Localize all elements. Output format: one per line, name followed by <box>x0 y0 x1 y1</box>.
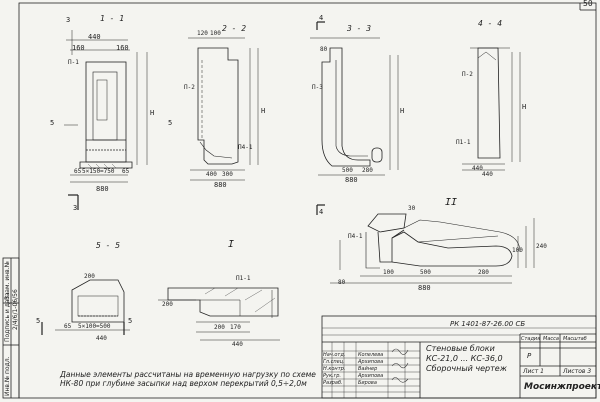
dim-label: 880 <box>96 185 109 193</box>
mass-header: Масса <box>543 336 559 342</box>
dim-label: 200 <box>84 273 95 280</box>
dim-label: H <box>522 103 527 111</box>
title-block <box>321 315 597 399</box>
dim-label: 200 <box>214 324 225 331</box>
dim-label: 4 <box>319 14 324 22</box>
sheet-label: Лист 1 <box>523 368 544 375</box>
section-title-5-5: 5 - 5 <box>96 241 121 250</box>
dim-label: 440 <box>472 165 483 172</box>
dim-label: H <box>261 107 266 115</box>
role-5: Разраб. <box>323 380 343 386</box>
section-title-4-4: 4 - 4 <box>478 19 503 28</box>
stamp-value: 2/4/6/1-06/56 <box>12 289 19 330</box>
dim-label: 880 <box>418 284 431 292</box>
node-2-isometric <box>330 213 535 284</box>
section-4-4 <box>462 47 521 171</box>
dim-label: 100 <box>210 30 221 37</box>
dim-label: П4-1 <box>348 233 363 240</box>
dim-label: 30 <box>408 205 416 212</box>
note-line-1: Данные элементы рассчитаны на временную … <box>60 370 316 379</box>
dim-label: 5×100=500 <box>78 323 111 330</box>
sheets-label: Листов 3 <box>563 368 592 375</box>
dim-label: 65 <box>64 323 72 330</box>
section-title-3-3: 3 - 3 <box>347 24 372 33</box>
dim-label: П1-1 <box>236 275 251 282</box>
stamp-replacement: Взам. инв.№ <box>4 261 11 300</box>
dim-label: 500 <box>342 167 353 174</box>
section-5-5 <box>41 279 130 335</box>
section-1-1 <box>64 30 148 210</box>
note-line-2: НК-80 при глубине засыпки над верхом пер… <box>60 379 307 388</box>
name-3: Вайнер <box>358 366 378 372</box>
organization: Мосинжпроект <box>524 382 600 392</box>
scale-header: Масштаб <box>563 336 587 342</box>
node-1 <box>158 287 280 341</box>
dim-label: 160 <box>72 44 85 52</box>
design-note: Данные элементы рассчитаны на временную … <box>60 370 316 388</box>
dim-label: 80 <box>320 46 328 53</box>
dim-label: 880 <box>345 176 358 184</box>
stage-value: Р <box>527 352 532 360</box>
dim-label: 80 <box>338 279 346 286</box>
dim-label: П-2 <box>184 84 195 91</box>
dim-label: 65 <box>74 168 82 175</box>
dim-label: 5×150=750 <box>82 168 115 175</box>
dim-label: 240 <box>536 243 547 250</box>
dim-label: 280 <box>362 167 373 174</box>
dim-label: 170 <box>230 324 241 331</box>
dim-label: 440 <box>482 171 493 178</box>
stage-header: Стадия <box>521 336 541 342</box>
dim-label: 3 <box>66 16 71 24</box>
node-title-2: II <box>445 197 458 208</box>
doc-code: РК 1401-87-26.00 СБ <box>450 320 526 328</box>
dim-label: П-3 <box>312 84 323 91</box>
dim-label: 440 <box>232 341 243 348</box>
dim-label: 5 <box>36 317 41 325</box>
dim-label: 400 <box>206 171 217 178</box>
dim-label: 5 <box>50 119 55 127</box>
dim-label: 280 <box>478 269 489 276</box>
dim-label: П4-1 <box>238 144 253 151</box>
role-2: Гл.спец. <box>323 359 345 365</box>
dim-label: 100 <box>512 247 523 254</box>
name-2: Архипова <box>358 359 384 365</box>
section-2-2 <box>188 37 259 181</box>
title-line-3: Сборочный чертеж <box>426 364 507 373</box>
role-1: Нач.отд. <box>323 352 346 358</box>
dim-label: 3 <box>73 204 78 212</box>
dim-label: П-1 <box>68 59 79 66</box>
title-line-1: Стеновые блоки <box>426 344 495 353</box>
section-title-1-1: 1 - 1 <box>100 14 125 23</box>
dim-label: 200 <box>162 301 173 308</box>
section-3-3 <box>310 21 399 215</box>
dim-label: П-2 <box>462 71 473 78</box>
dim-label: 880 <box>214 181 227 189</box>
dim-label: 300 <box>222 171 233 178</box>
dim-label: 4 <box>319 208 324 216</box>
dim-label: H <box>150 109 155 117</box>
name-5: Бирова <box>358 380 377 386</box>
dim-label: 440 <box>96 335 107 342</box>
name-4: Архипова <box>358 373 384 379</box>
section-title-2-2: 2 - 2 <box>222 24 247 33</box>
dim-label: 120 <box>197 30 208 37</box>
title-line-2: КС-21,0 ... КС-36,0 <box>426 354 503 363</box>
dim-label: 5 <box>128 317 133 325</box>
sheet-frame <box>18 2 597 399</box>
dim-label: H <box>400 107 405 115</box>
node-title-1: I <box>228 239 235 250</box>
dim-label: П1-1 <box>456 139 471 146</box>
dim-label: 5 <box>168 119 173 127</box>
dim-label: 500 <box>420 269 431 276</box>
role-4: Рук.гр. <box>323 373 341 379</box>
dim-label: 440 <box>88 33 101 41</box>
role-3: Н.контр. <box>323 366 346 372</box>
stamp-inv-number: Инв.№ подл. <box>4 356 11 397</box>
dim-label: 100 <box>383 269 394 276</box>
name-1: Копелева <box>358 352 384 358</box>
page-number: 50 <box>583 0 593 8</box>
dim-label: 65 <box>122 168 130 175</box>
dim-label: 160 <box>116 44 129 52</box>
